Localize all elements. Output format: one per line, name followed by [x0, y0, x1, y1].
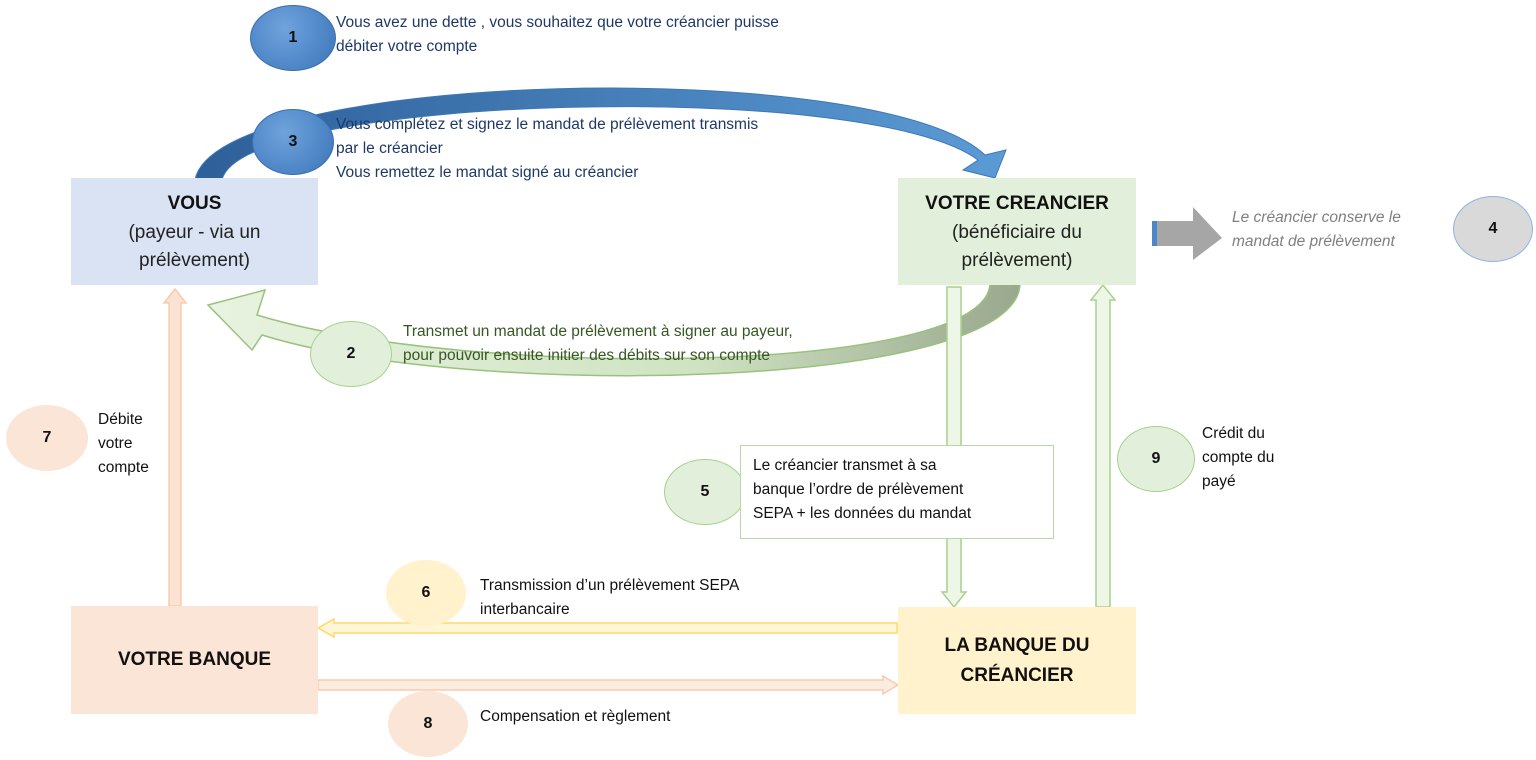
- step-8-number: 8: [423, 715, 433, 732]
- step-8-text: Compensation et règlement: [480, 705, 670, 729]
- step-2-number: 2: [346, 345, 356, 362]
- step-2-line-2: pour pouvoir ensuite initier des débits …: [403, 347, 771, 364]
- step-6-line-2: interbancaire: [480, 601, 570, 618]
- step-3-line-1: Vous complétez et signez le mandat de pr…: [336, 116, 759, 133]
- step-5-circle: 5: [664, 459, 746, 525]
- box-vous-line3: prélèvement): [139, 249, 250, 271]
- step-6-number: 6: [421, 584, 431, 601]
- step-6-circle: 6: [386, 560, 466, 626]
- step-9-circle: 9: [1117, 426, 1195, 492]
- step-2-text: Transmet un mandat de prélèvement à sign…: [403, 320, 793, 368]
- step-7-line-1: Débite: [98, 411, 143, 428]
- step-7-text: Débite votre compte: [98, 408, 149, 480]
- step-4-line-2: mandat de prélèvement: [1232, 233, 1395, 250]
- box-vous: VOUS (payeur - via un prélèvement): [71, 178, 318, 285]
- step-1-line-2: débiter votre compte: [336, 38, 478, 55]
- box-votre-banque: VOTRE BANQUE: [71, 606, 318, 714]
- step-9-number: 9: [1151, 450, 1161, 467]
- box-vous-title: VOUS: [167, 192, 222, 214]
- box-banque-creancier: LA BANQUE DU CRÉANCIER: [898, 607, 1136, 714]
- step-1-number: 1: [288, 29, 298, 46]
- arrow-banque-to-creancier: [1089, 283, 1117, 608]
- step-4-text: Le créancier conserve le mandat de prélè…: [1232, 206, 1401, 254]
- box-banque-creancier-line1: LA BANQUE DU: [944, 634, 1090, 656]
- step-6-text: Transmission d’un prélèvement SEPA inter…: [480, 574, 739, 622]
- box-creancier-line3: prélèvement): [961, 249, 1073, 271]
- step-8-circle: 8: [388, 691, 468, 757]
- arrow-creancier-to-vous: [206, 282, 1021, 377]
- step-4-line-1: Le créancier conserve le: [1232, 209, 1401, 226]
- step-1-text: Vous avez une dette , vous souhaitez que…: [336, 11, 779, 59]
- step-4-number: 4: [1488, 220, 1498, 237]
- step-3-text: Vous complétez et signez le mandat de pr…: [336, 113, 758, 185]
- step-3-line-3: Vous remettez le mandat signé au créanci…: [336, 164, 639, 181]
- step-7-number: 7: [42, 429, 52, 446]
- box-creancier-title: VOTRE CREANCIER: [925, 192, 1109, 214]
- step-9-text: Crédit du compte du payé: [1202, 422, 1274, 494]
- arrow-conserve-mandat: [1152, 207, 1222, 260]
- step-2-line-1: Transmet un mandat de prélèvement à sign…: [403, 323, 793, 340]
- box-creancier: VOTRE CREANCIER (bénéficiaire du prélève…: [898, 178, 1136, 285]
- step-5-number: 5: [700, 483, 710, 500]
- box-vous-line2: (payeur - via un: [128, 221, 261, 243]
- step-7-circle: 7: [6, 405, 88, 471]
- arrow-banque-to-vous: [162, 287, 188, 607]
- step-3-line-2: par le créancier: [336, 140, 443, 157]
- step-6-line-1: Transmission d’un prélèvement SEPA: [480, 577, 740, 594]
- step-3-number: 3: [288, 133, 298, 150]
- step-4-circle: 4: [1453, 196, 1533, 262]
- step-2-circle: 2: [310, 321, 392, 387]
- step-5-line-1: Le créancier transmet à sa: [753, 457, 937, 474]
- step-7-line-2: votre: [98, 435, 133, 452]
- step-7-line-3: compte: [98, 459, 149, 476]
- step-5-line-3: SEPA + les données du mandat: [753, 505, 972, 522]
- step-8-line-1: Compensation et règlement: [480, 708, 671, 725]
- step-5-line-2: banque l’ordre de prélèvement: [753, 481, 964, 498]
- box-votre-banque-title: VOTRE BANQUE: [117, 649, 272, 670]
- arrow-conserve-accent: [1152, 221, 1157, 246]
- box-banque-creancier-line2: CRÉANCIER: [960, 664, 1074, 686]
- step-1-line-1: Vous avez une dette , vous souhaitez que…: [336, 14, 779, 31]
- arrow-interbank-sepa: [316, 617, 898, 639]
- step-3-circle: 3: [252, 109, 334, 175]
- box-creancier-line2: (bénéficiaire du: [952, 221, 1082, 243]
- arrow-compensation: [317, 674, 900, 696]
- step-5-text-box: Le créancier transmet à sa banque l’ordr…: [740, 445, 1054, 539]
- step-9-line-3: payé: [1202, 473, 1236, 490]
- step-9-line-1: Crédit du: [1202, 425, 1265, 442]
- step-1-circle: 1: [250, 5, 336, 71]
- step-9-line-2: compte du: [1202, 449, 1275, 466]
